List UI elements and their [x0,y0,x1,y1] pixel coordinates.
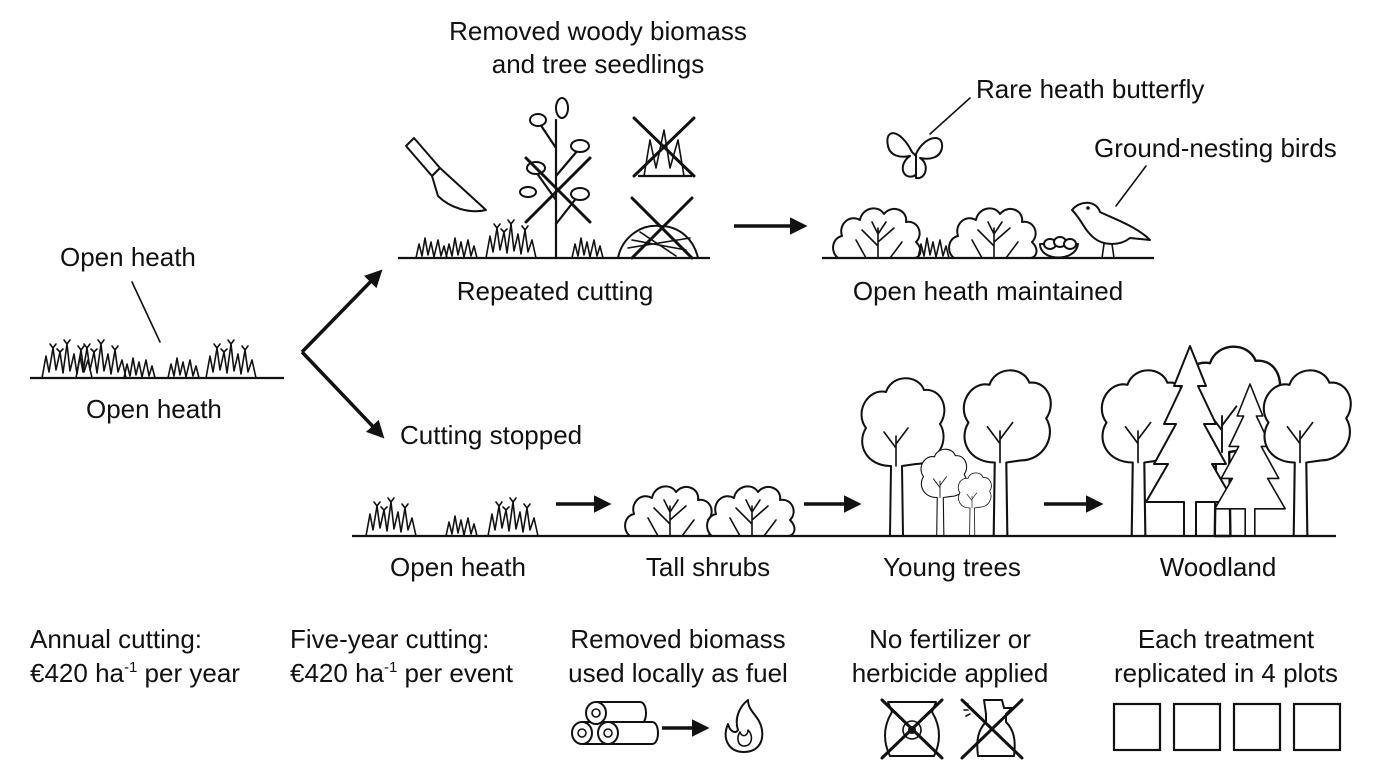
fertilizer-bag-crossed-icon [880,698,944,760]
crossed-grass-icon [632,116,696,178]
replication-note: Each treatment replicated in 4 plots [1112,624,1342,752]
open-heath-maintained-label: Open heath maintained [853,276,1123,306]
young-trees-icon [860,369,1052,538]
leader-line [131,281,161,343]
herbicide-sprayer-crossed-icon [960,698,1024,760]
succession-scene: Cutting stopped Open heath Tall shrubs Y… [352,345,1352,582]
removed-biomass-label-1: Removed woody biomass [449,16,747,46]
woodland-label: Woodland [1160,552,1277,582]
arrow-to-repeated-cutting [300,269,383,354]
plot-square [1172,702,1222,752]
branch-arrows [300,269,385,439]
woodland-icon [1100,345,1352,538]
no-chemicals-note: No fertilizer or herbicide applied [852,624,1049,760]
crossed-woody-pile-icon [617,196,699,260]
crossed-sapling-icon [519,97,592,260]
replicate-plots [1112,702,1342,752]
leader-line [929,97,971,135]
removed-biomass-label-2: and tree seedlings [492,49,704,79]
open-heath-top-label: Open heath [60,242,196,272]
ground-nesting-birds-label: Ground-nesting birds [1094,133,1337,163]
plot-square [1292,702,1342,752]
plot-square [1232,702,1282,752]
annual-cutting-cost: €420 ha-1 per year [30,658,240,688]
biomass-fuel-note: Removed biomass used locally as fuel [568,624,788,753]
bird-nest-icon [1039,236,1079,259]
repeated-cutting-label: Repeated cutting [457,276,654,306]
annual-cutting-note: Annual cutting: €420 ha-1 per year [30,624,240,688]
logs-icon [571,701,659,745]
leader-line [1115,165,1147,207]
butterfly-icon [886,132,944,180]
young-trees-label: Young trees [883,552,1021,582]
rare-butterfly-label: Rare heath butterfly [976,74,1204,104]
fire-icon [724,699,764,753]
ground-nesting-bird-icon [1071,201,1151,259]
five-year-cutting-title: Five-year cutting: [290,624,489,654]
replication-line2: replicated in 4 plots [1114,658,1338,688]
five-year-cutting-note: Five-year cutting: €420 ha-1 per event [290,624,514,688]
heather-icon [485,219,537,259]
plot-square [1112,702,1162,752]
no-chem-line2: herbicide applied [852,658,1049,688]
start-open-heath: Open heath Open heath [30,242,284,424]
biomass-note-line2: used locally as fuel [568,658,788,688]
annual-cutting-title: Annual cutting: [30,624,202,654]
biomass-note-line1: Removed biomass [570,624,785,654]
replication-line1: Each treatment [1138,624,1315,654]
open-heath-start-label: Open heath [86,394,222,424]
no-chem-line1: No fertilizer or [869,624,1031,654]
cutting-stopped-label: Cutting stopped [400,420,582,450]
open-heath-maintained-scene: Rare heath butterfly Ground-nesting bird… [822,74,1337,306]
repeated-cutting-scene: Removed woody biomass and tree seedlings [398,16,747,306]
tall-shrubs-label: Tall shrubs [646,552,770,582]
succession-open-heath-label: Open heath [390,552,526,582]
heath-vegetation [41,339,257,379]
cutting-knife-icon [405,137,487,213]
arrow-to-cutting-stopped [300,350,385,439]
five-year-cutting-cost: €420 ha-1 per event [290,658,514,688]
